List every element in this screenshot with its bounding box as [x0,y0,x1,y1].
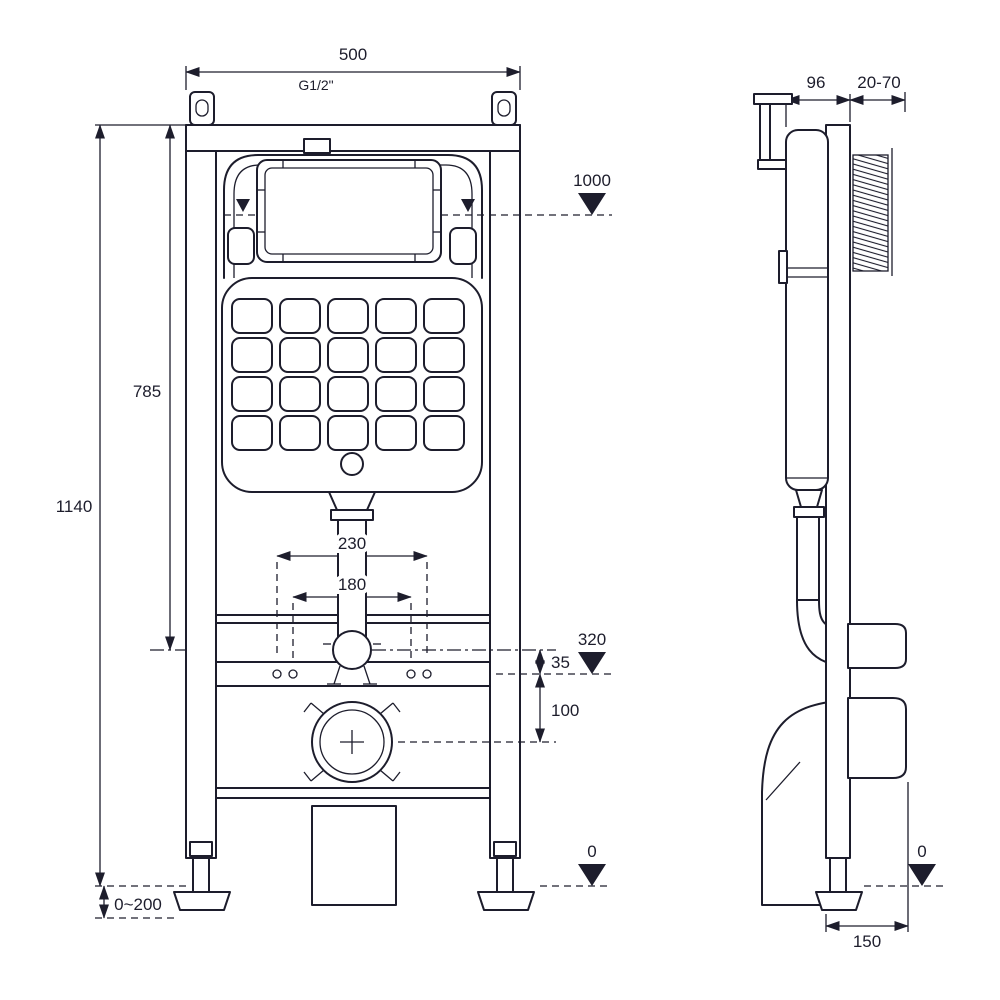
foot-left [173,857,231,911]
level-1000-marker-icon [578,193,606,215]
thread-label: G1/2" [298,77,333,93]
water-level-icon [236,199,250,212]
dim-320-label: 320 [578,630,606,649]
dim-1140: 1140 [56,124,186,887]
frame-rail-left [185,124,217,859]
frame-rail-side [825,124,851,859]
mounting-tab-left [189,91,215,126]
dim-0-200-label: 0~200 [114,895,162,914]
front-view: 500 1140 785 [56,45,612,919]
flush-connection-stub [847,623,907,669]
wall-anchor [852,148,893,276]
cistern-grid [231,298,465,451]
dim-320-35-100: 320 35 100 [372,630,612,743]
side-view: 96 20-70 [753,73,944,951]
clip-block-right [449,227,477,265]
cistern-drain-hole [340,452,364,476]
dim-100-label: 100 [551,701,579,720]
dim-230-label: 230 [338,534,366,553]
waste-connection-stub [847,697,907,779]
flush-pipe [328,491,376,643]
waste-outlet-crosshair-icon [340,730,364,754]
dim-floor-0-label: 0 [587,842,596,861]
floor-zero-marker-side-icon [908,864,936,886]
outlet-box [311,805,397,906]
access-window-clips [257,160,441,262]
level-320-marker-icon [578,652,606,674]
water-level-icon [461,199,475,212]
floor-zero-marker-icon [578,864,606,886]
dim-1140-label: 1140 [56,497,93,516]
dim-35-label: 35 [551,653,570,672]
dim-0-200: 0~200 [95,885,178,919]
pipe-clamp [323,630,381,685]
waste-outlet-clips [303,702,401,782]
level-1000: 1000 [224,171,612,216]
foot-bracket-right [493,841,517,857]
bolt-holes [272,669,432,679]
flush-actuator-rod [753,93,793,170]
waste-outlet [303,701,401,783]
dim-1000-label: 1000 [573,171,611,190]
cross-rail-lower [215,787,491,799]
dim-150: 150 [825,782,909,951]
dim-96-2070: 96 20-70 [785,73,906,127]
dim-180-label: 180 [338,575,366,594]
foot-right [477,857,535,911]
frame-top-crossbar [185,124,521,152]
floor-level-front: 0 [95,842,612,887]
dim-785-label: 785 [133,382,161,401]
mounting-tab-right [491,91,517,126]
water-inlet-stub [303,138,331,154]
floor-level-side: 0 [864,842,944,887]
cistern-side [778,129,829,491]
foot-bracket-left [189,841,213,857]
foot-side [815,857,863,911]
dim-floor-0-side-label: 0 [917,842,926,861]
dim-500-label: 500 [339,45,367,64]
frame-rail-right [489,124,521,859]
access-window [256,159,442,263]
dim-96-label: 96 [807,73,826,92]
dim-150-label: 150 [853,932,881,951]
clip-block-left [227,227,255,265]
dim-20-70-label: 20-70 [857,73,900,92]
dim-500: 500 [185,45,521,90]
